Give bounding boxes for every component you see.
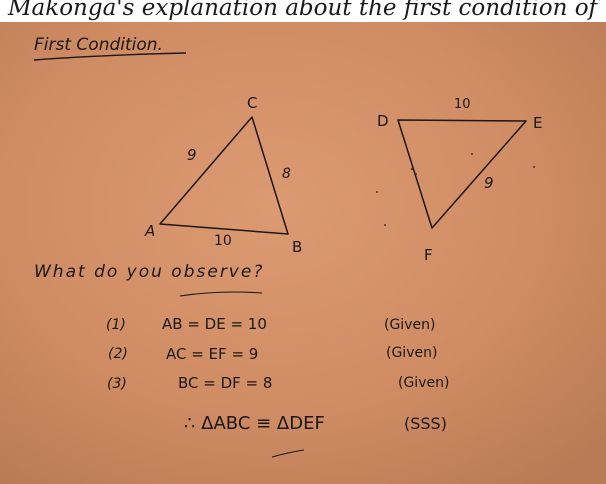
step-statement: AB = DE = 10 (162, 315, 267, 333)
step-statement: AC = EF = 9 (166, 345, 258, 363)
question-text: What do you observe? (34, 262, 264, 282)
triangle-abc (159, 116, 289, 235)
step-number: (2) (108, 346, 128, 362)
side-ef-length: 9 (484, 174, 494, 192)
heading-underline (33, 52, 187, 61)
vertex-e-label: E (533, 114, 542, 132)
vertex-f-label: F (424, 246, 433, 264)
step-statement: BC = DF = 8 (178, 374, 272, 392)
question-underline (179, 291, 263, 297)
chalk-stroke (271, 449, 305, 458)
caption-text: Makonga's explanation about the first co… (8, 0, 598, 21)
side-de-length: 10 (454, 97, 471, 112)
side-ab-length: 10 (214, 233, 232, 249)
chalk-specks (376, 153, 535, 226)
proof-step-2: (2) AC = EF = 9 (Given) (108, 345, 437, 363)
conclusion-reason: (SSS) (404, 414, 447, 433)
step-reason: (Given) (384, 317, 435, 333)
whiteboard-photo: First Condition. C A B 9 8 10 D E F 10 9… (0, 22, 606, 484)
vertex-c-label: C (247, 94, 257, 112)
vertex-d-label: D (377, 112, 389, 130)
proof-step-1: (1) AB = DE = 10 (Given) (106, 315, 435, 333)
vertex-a-label: A (144, 222, 155, 240)
side-ac-length: 9 (187, 146, 197, 164)
step-reason: (Given) (386, 345, 437, 361)
side-bc-length: 8 (282, 166, 291, 182)
step-number: (3) (107, 376, 127, 392)
step-reason: (Given) (398, 375, 449, 391)
step-number: (1) (106, 317, 126, 333)
whiteboard-surface (0, 22, 606, 484)
conclusion-statement: ∴ ΔABC ≡ ΔDEF (184, 413, 325, 434)
proof-step-3: (3) BC = DF = 8 (Given) (107, 374, 449, 392)
board-heading: First Condition. (34, 35, 163, 55)
vertex-b-label: B (292, 238, 302, 256)
